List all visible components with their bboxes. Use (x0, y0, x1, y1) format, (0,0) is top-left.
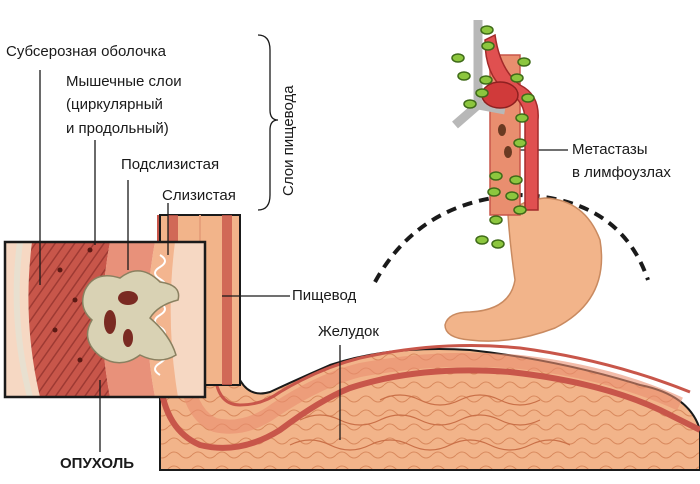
label-stomach: Желудок (318, 322, 379, 342)
label-metastasis-2: в лимфоузлах (572, 163, 671, 183)
label-subserosa: Субсерозная оболочка (6, 42, 166, 62)
label-mucosa: Слизистая (162, 186, 236, 206)
mini-stomach (445, 198, 602, 341)
label-tumor: ОПУХОЛЬ (60, 454, 134, 474)
esophagus-stomach-section (160, 215, 700, 470)
label-muscle-3: и продольный) (66, 119, 169, 139)
label-muscle-2: (циркулярный (66, 95, 163, 115)
label-metastasis-1: Метастазы (572, 140, 648, 160)
label-muscle-1: Мышечные слои (66, 72, 182, 92)
label-submucosa: Подслизистая (121, 155, 219, 175)
label-esophagus: Пищевод (292, 286, 356, 306)
zoom-inset (5, 242, 205, 397)
label-layers-group: Слои пищевода (280, 85, 297, 196)
